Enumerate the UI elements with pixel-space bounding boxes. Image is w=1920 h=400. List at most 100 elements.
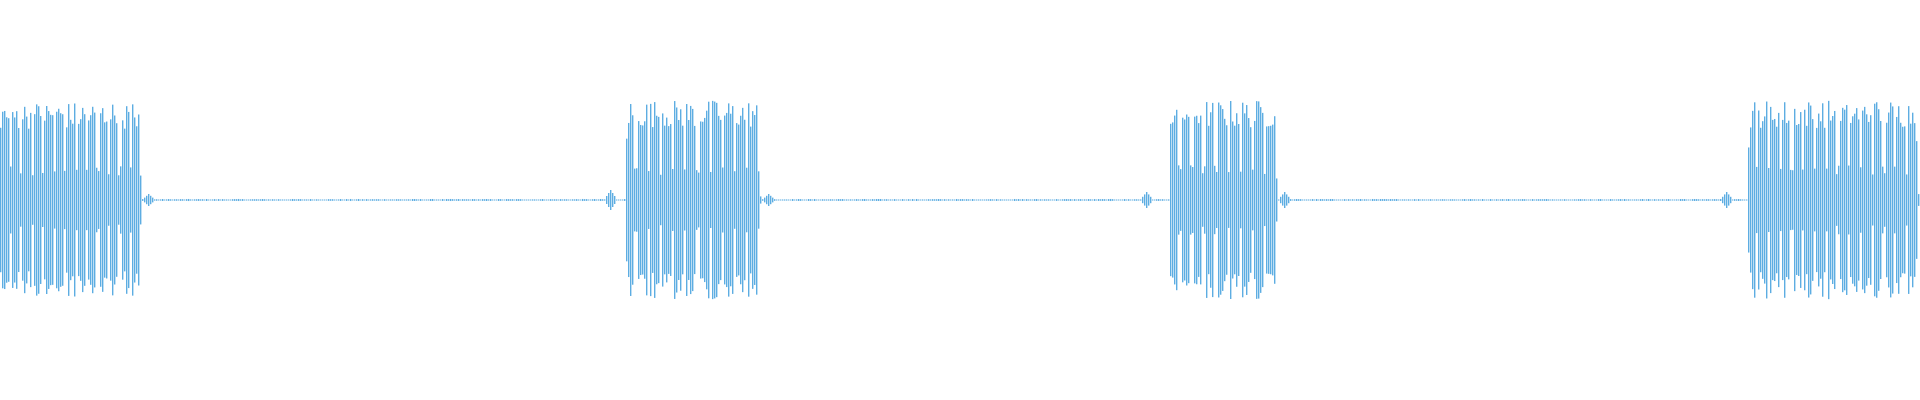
waveform-sample bbox=[1742, 199, 1744, 201]
waveform-sample bbox=[1630, 199, 1632, 201]
waveform-sample bbox=[20, 173, 22, 227]
waveform-sample bbox=[1648, 198, 1650, 202]
waveform-sample bbox=[1612, 199, 1614, 201]
waveform-sample bbox=[1114, 199, 1116, 201]
waveform-sample bbox=[126, 106, 128, 294]
waveform-sample bbox=[1910, 123, 1912, 277]
waveform-sample bbox=[1156, 199, 1158, 201]
waveform-sample bbox=[708, 101, 710, 299]
waveform-sample bbox=[1684, 199, 1686, 201]
waveform-sample bbox=[1186, 114, 1188, 286]
waveform-sample bbox=[250, 199, 252, 201]
waveform-sample bbox=[1624, 198, 1626, 202]
waveform-sample bbox=[1240, 171, 1242, 229]
waveform-sample bbox=[768, 194, 770, 206]
waveform-sample bbox=[1354, 199, 1356, 201]
waveform-sample bbox=[1806, 125, 1808, 275]
waveform-sample bbox=[1524, 199, 1526, 201]
waveform-sample bbox=[80, 119, 82, 281]
waveform-sample bbox=[232, 199, 234, 201]
waveform-sample bbox=[1170, 123, 1172, 277]
waveform-sample bbox=[470, 199, 472, 201]
waveform-sample bbox=[22, 119, 24, 281]
waveform-sample bbox=[810, 199, 812, 201]
waveform-sample bbox=[1232, 121, 1234, 279]
waveform-sample bbox=[1254, 120, 1256, 280]
waveform-sample bbox=[690, 105, 692, 295]
waveform-sample bbox=[398, 199, 400, 201]
waveform-sample bbox=[980, 199, 982, 201]
waveform-sample bbox=[522, 199, 524, 201]
waveform-sample bbox=[1284, 192, 1286, 208]
waveform-sample bbox=[1488, 199, 1490, 201]
waveform-sample bbox=[894, 199, 896, 201]
waveform-sample bbox=[1238, 123, 1240, 277]
waveform-sample bbox=[434, 199, 436, 201]
waveform-sample bbox=[1804, 109, 1806, 291]
waveform-sample bbox=[40, 116, 42, 284]
waveform-sample bbox=[1886, 122, 1888, 278]
waveform-sample bbox=[540, 199, 542, 201]
waveform-sample bbox=[1264, 173, 1266, 227]
waveform-sample bbox=[996, 199, 998, 201]
waveform-sample bbox=[1432, 199, 1434, 201]
waveform-sample bbox=[1580, 199, 1582, 201]
waveform-sample bbox=[1350, 199, 1352, 201]
waveform-sample bbox=[1890, 102, 1892, 298]
waveform-sample bbox=[492, 199, 494, 201]
waveform-sample bbox=[882, 199, 884, 201]
waveform-sample bbox=[1310, 199, 1312, 201]
waveform-sample bbox=[1892, 106, 1894, 294]
waveform-sample bbox=[190, 199, 192, 201]
waveform-sample bbox=[730, 113, 732, 287]
waveform-sample bbox=[530, 199, 532, 201]
waveform-sample bbox=[1426, 199, 1428, 201]
waveform-sample bbox=[556, 199, 558, 201]
waveform-sample bbox=[2, 111, 4, 289]
waveform-sample bbox=[1206, 102, 1208, 298]
waveform-sample bbox=[626, 138, 628, 262]
waveform-sample bbox=[412, 199, 414, 201]
waveform-sample bbox=[1676, 199, 1678, 201]
waveform-sample bbox=[116, 123, 118, 277]
waveform-sample bbox=[1190, 165, 1192, 235]
waveform-sample bbox=[982, 199, 984, 201]
waveform-sample bbox=[216, 199, 218, 201]
waveform-sample bbox=[478, 199, 480, 201]
waveform-sample bbox=[1362, 199, 1364, 201]
waveform-sample bbox=[1204, 166, 1206, 234]
waveform-sample bbox=[38, 106, 40, 294]
waveform-sample bbox=[400, 199, 402, 201]
waveform-sample bbox=[144, 197, 146, 203]
waveform-sample bbox=[794, 199, 796, 201]
waveform-sample bbox=[210, 199, 212, 201]
waveform-sample bbox=[320, 199, 322, 201]
waveform-sample bbox=[170, 199, 172, 201]
waveform-sample bbox=[992, 199, 994, 201]
waveform-sample bbox=[1412, 199, 1414, 201]
waveform-sample bbox=[1274, 116, 1276, 284]
waveform-sample bbox=[1592, 199, 1594, 201]
waveform-sample bbox=[828, 199, 830, 201]
waveform-sample bbox=[182, 199, 184, 201]
waveform-sample bbox=[238, 198, 240, 202]
waveform-sample bbox=[334, 199, 336, 201]
waveform-sample bbox=[776, 199, 778, 201]
waveform-sample bbox=[696, 170, 698, 230]
waveform-sample bbox=[1150, 196, 1152, 204]
waveform-sample bbox=[1372, 198, 1374, 202]
waveform-sample bbox=[496, 199, 498, 201]
waveform-sample bbox=[1574, 199, 1576, 201]
waveform-sample bbox=[728, 103, 730, 297]
waveform-sample bbox=[1224, 118, 1226, 282]
waveform-sample bbox=[1106, 199, 1108, 201]
waveform-sample bbox=[460, 199, 462, 201]
waveform-sample bbox=[1334, 199, 1336, 201]
waveform-sample bbox=[322, 199, 324, 201]
waveform-sample bbox=[122, 120, 124, 280]
waveform-sample bbox=[458, 199, 460, 201]
waveform-sample bbox=[1076, 199, 1078, 201]
waveform-sample bbox=[1384, 199, 1386, 201]
waveform-sample bbox=[662, 113, 664, 287]
waveform-sample bbox=[214, 199, 216, 201]
